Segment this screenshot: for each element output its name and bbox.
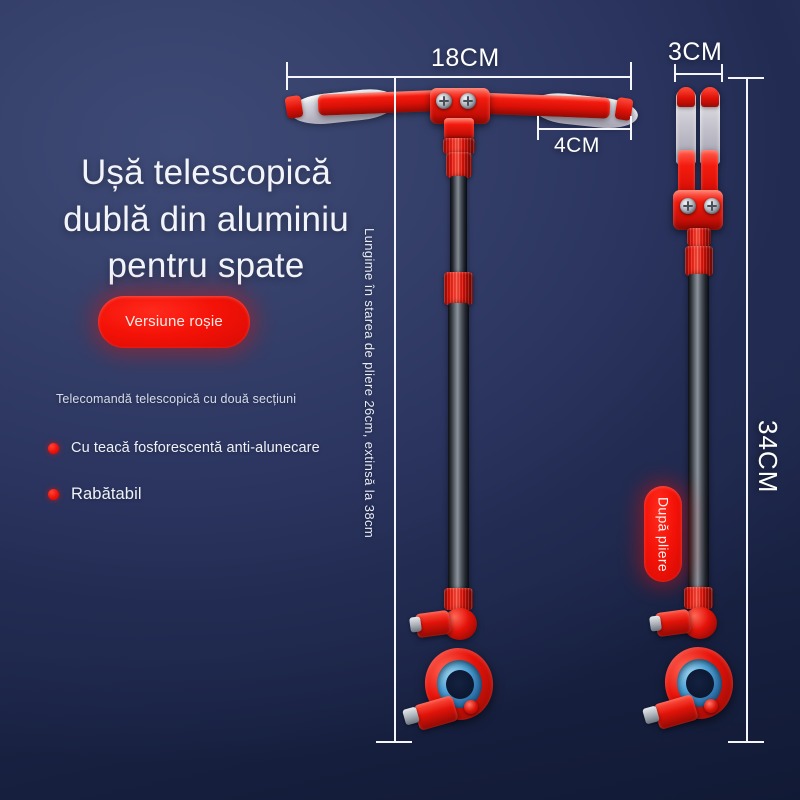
dim-length-note: Lungime în starea de pliere 26cm, extins… [362,228,377,539]
grip-cap-left [284,94,304,120]
telescope-lock-collar [444,272,473,305]
folded-pivot-collar [687,228,711,246]
folded-lower-collar [684,587,713,609]
dim-3cm-tick-right [721,64,723,82]
folded-badge-label: După pliere [655,496,672,572]
page-title: Ușă telescopică dublă din aluminiu pentr… [63,153,349,286]
dim-3cm-tick-left [674,64,676,82]
subtitle: Telecomandă telescopică cu două secțiuni [56,392,297,406]
folded-shaft [688,274,709,589]
dim-18cm-tick-right [630,62,632,90]
feature-label: Cu teacă fosforescentă anti-alunecare [71,440,320,456]
dim-34cm-line [746,77,748,742]
dim-length-tick-bottom [376,741,412,743]
clamp-stud [464,700,478,714]
folded-grip-cap-left [677,87,695,107]
version-badge: Versiune roșie [98,296,250,348]
folded-screw-left [680,198,696,214]
dim-4cm-label: 4CM [554,134,600,157]
lower-joint-collar [444,588,473,610]
dim-18cm-line [286,76,632,78]
handlebar-right-arm [469,92,611,119]
feature-item: Rabătabil [48,485,142,504]
shaft-upper [450,176,467,274]
bullet-dot-icon [48,442,59,454]
feature-label: Rabătabil [71,485,142,503]
handlebar-screw-left [436,93,452,109]
dim-3cm-label: 3CM [668,38,723,66]
pivot-collar-body [446,152,472,178]
folded-clamp-bolt-knob [653,693,699,731]
shaft-lower [448,303,469,591]
pivot-collar-top [443,138,475,154]
folded-grip-cap-right [701,87,719,107]
dim-4cm-tick-left [537,116,539,140]
handlebar-center-neck [444,118,474,140]
folded-badge: După pliere [644,486,682,582]
dim-18cm-label: 18CM [431,44,500,72]
folded-grip-left [676,88,696,164]
dim-34cm-tick-bottom [728,741,764,743]
version-badge-label: Versiune roșie [125,313,223,331]
clamp-bolt-knob [413,694,459,732]
dim-18cm-tick-left [286,62,288,90]
folded-grip-right [700,88,720,164]
folded-lock-collar [685,246,713,276]
dim-4cm-line [537,128,631,130]
folded-screw-right [704,198,720,214]
dim-3cm-line [674,73,722,75]
feature-item: Cu teacă fosforescentă anti-alunecare [48,440,320,456]
dim-4cm-tick-right [630,116,632,140]
dim-length-line [394,76,396,742]
folded-knob-tip [649,615,662,632]
knob-tip [409,616,422,633]
dim-34cm-label: 34CM [753,420,783,494]
handlebar-screw-right [460,93,476,109]
bullet-dot-icon [48,489,59,500]
folded-clamp-stud [704,699,718,713]
